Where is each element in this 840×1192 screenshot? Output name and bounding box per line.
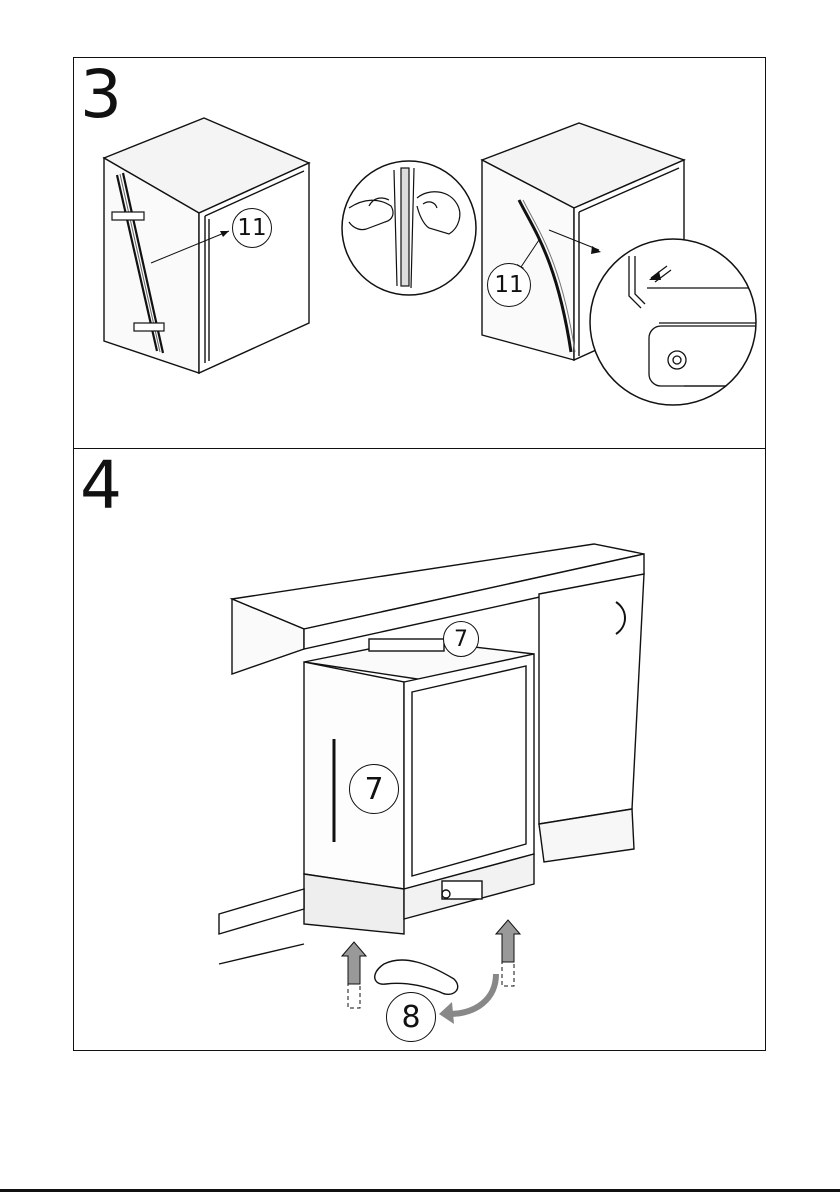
step-4-number: 4: [80, 453, 122, 519]
fridge-with-seal-illustration: [99, 113, 319, 383]
part-11-callout-left: 11: [232, 208, 272, 248]
part-7-callout-side: 7: [349, 764, 399, 814]
part-7-callout-top: 7: [443, 621, 479, 657]
door-gasket-magnified-detail: [589, 238, 769, 408]
built-in-fridge-install-illustration: [214, 544, 654, 1044]
step-3-panel: 3 11: [73, 57, 766, 449]
part-8-callout-spanner: 8: [386, 992, 436, 1042]
step-4-panel: 4: [73, 448, 766, 1051]
hands-applying-seal-detail: [339, 158, 479, 298]
part-11-callout-right: 11: [487, 263, 531, 307]
